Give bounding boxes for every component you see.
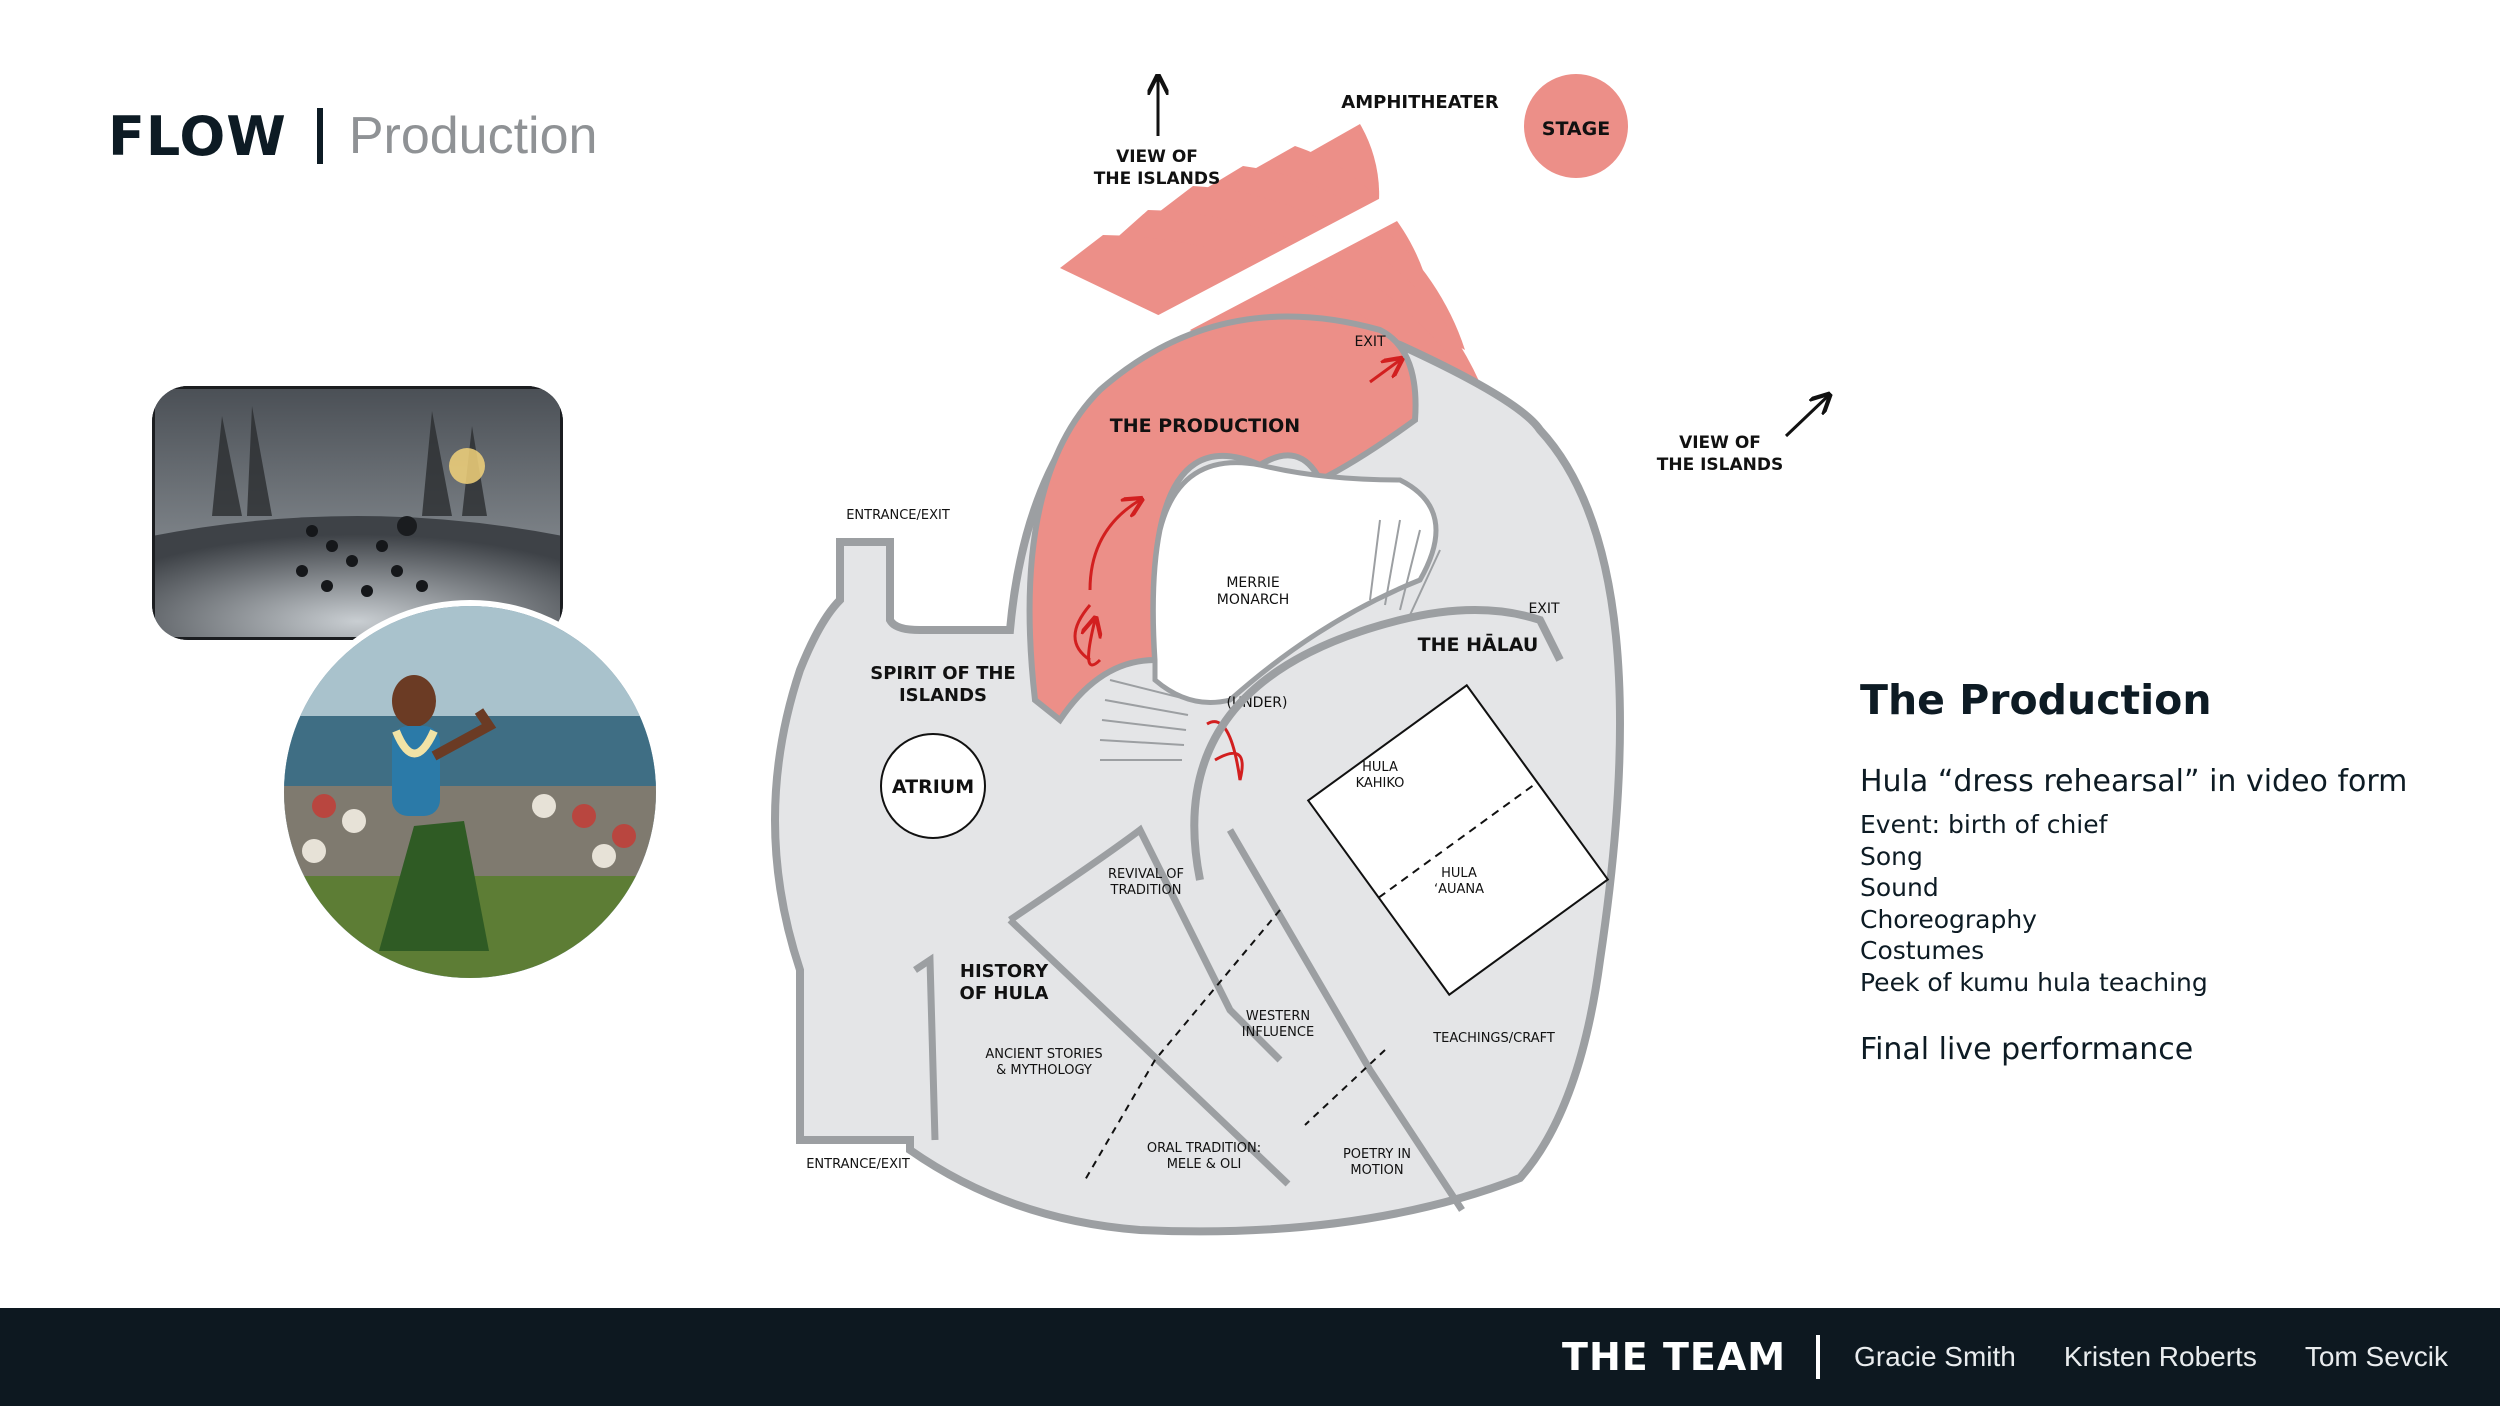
merrie-monarch-line1: MERRIE <box>1226 575 1279 591</box>
revival-line1: REVIVAL OF <box>1108 867 1184 882</box>
ancient-line1: ANCIENT STORIES <box>985 1047 1102 1062</box>
revival-line2: TRADITION <box>1110 883 1182 898</box>
immersive-theater-photo <box>152 386 563 640</box>
team-divider <box>1816 1335 1821 1379</box>
production-label: THE PRODUCTION <box>1110 415 1300 437</box>
list-item: Peek of kumu hula teaching <box>1860 967 2208 997</box>
atrium-label: ATRIUM <box>892 776 974 798</box>
exit-right-label: EXIT <box>1528 601 1560 617</box>
western-line2: INFLUENCE <box>1242 1025 1314 1040</box>
team-member: Kristen Roberts <box>2063 1341 2257 1372</box>
production-info-panel: The Production Hula “dress rehearsal” in… <box>1860 676 2460 1067</box>
flow-arrow-lower <box>1089 620 1100 667</box>
info-lead: Hula “dress rehearsal” in video form <box>1860 764 2408 799</box>
spirit-line2: ISLANDS <box>899 685 987 706</box>
hula-dancer-photo-icon <box>284 606 656 978</box>
history-line2: OF HULA <box>960 983 1049 1004</box>
hula-auana-line2: ʻAUANA <box>1434 882 1484 897</box>
spirit-line1: SPIRIT OF THE <box>870 663 1015 684</box>
page-subtitle: Production <box>348 107 598 165</box>
footer-bar: THE TEAM Gracie Smith Kristen Roberts To… <box>0 1308 2500 1406</box>
info-list: Event: birth of chief Song Sound Choreog… <box>1860 809 2460 998</box>
hula-stage <box>1306 683 1610 997</box>
list-item: Sound <box>1860 873 1939 902</box>
western-line1: WESTERN <box>1246 1009 1310 1024</box>
list-item: Event: birth of chief <box>1860 810 2108 839</box>
view-islands-right-line1: VIEW OF <box>1679 433 1761 453</box>
exit-arrow <box>1369 360 1400 384</box>
merrie-monarch-room <box>1150 460 1439 705</box>
theater-photo-icon <box>152 386 563 640</box>
under-arrow <box>1206 720 1244 781</box>
flow-arrow-loop <box>1073 604 1092 662</box>
stairs <box>1099 519 1441 761</box>
amphitheater-label: AMPHITHEATER <box>1341 92 1499 113</box>
team-member: Tom Sevcik <box>2304 1341 2448 1372</box>
oral-line1: ORAL TRADITION: <box>1147 1141 1261 1156</box>
view-islands-top-line1: VIEW OF <box>1116 147 1198 167</box>
halau-wall <box>1190 606 1564 881</box>
view-islands-right-line2: THE ISLANDS <box>1657 455 1784 475</box>
floor-plan-diagram: STAGE AMPHITHEATER VIEW OF THE ISLANDS V… <box>771 60 1860 1236</box>
history-west-wall <box>913 953 939 1141</box>
amphitheater-aisle <box>1153 117 1547 343</box>
atrium-circle <box>880 733 986 839</box>
list-item: Costumes <box>1860 936 1985 965</box>
poetry-line2: MOTION <box>1350 1163 1403 1178</box>
page-title: FLOW <box>108 104 287 168</box>
halau-label: THE HĀLAU <box>1418 633 1539 656</box>
list-item: Song <box>1860 841 1923 871</box>
team-label: THE TEAM <box>1562 1335 1787 1379</box>
hula-dancer-photo <box>278 600 662 984</box>
info-title: The Production <box>1860 676 2212 724</box>
ancient-line2: & MYTHOLOGY <box>996 1063 1092 1078</box>
teachings-label: TEACHINGS/CRAFT <box>1432 1031 1555 1046</box>
view-arrow-right <box>1784 396 1828 438</box>
diagonal-wall-1 <box>1007 917 1291 1187</box>
hula-auana-line1: HULA <box>1441 866 1477 881</box>
diagonal-wall-2 <box>1226 828 1465 1212</box>
hula-kahiko-line1: HULA <box>1362 760 1398 775</box>
exit-top-label: EXIT <box>1354 334 1386 350</box>
footer-team: THE TEAM Gracie Smith Kristen Roberts To… <box>1562 1308 2448 1406</box>
entrance-top-label: ENTRANCE/EXIT <box>846 508 950 523</box>
poetry-line1: POETRY IN <box>1343 1147 1411 1162</box>
history-line1: HISTORY <box>960 961 1049 982</box>
list-item: Choreography <box>1860 904 2037 934</box>
view-islands-top-line2: THE ISLANDS <box>1094 169 1221 189</box>
stage-label: STAGE <box>1542 118 1610 140</box>
title-divider <box>316 108 323 164</box>
oral-line2: MELE & OLI <box>1167 1157 1242 1172</box>
hula-kahiko-line2: KAHIKO <box>1356 776 1405 791</box>
flow-arrow-up <box>1088 500 1140 591</box>
history-wall <box>1008 824 1283 1063</box>
merrie-monarch-line2: MONARCH <box>1217 592 1289 608</box>
info-final: Final live performance <box>1860 1032 2194 1067</box>
entrance-bottom-label: ENTRANCE/EXIT <box>806 1157 910 1172</box>
stage-circle <box>1524 74 1628 178</box>
team-member: Gracie Smith <box>1854 1341 2016 1372</box>
zone-dividers <box>1084 909 1386 1181</box>
page-header: FLOW Production <box>108 96 597 176</box>
